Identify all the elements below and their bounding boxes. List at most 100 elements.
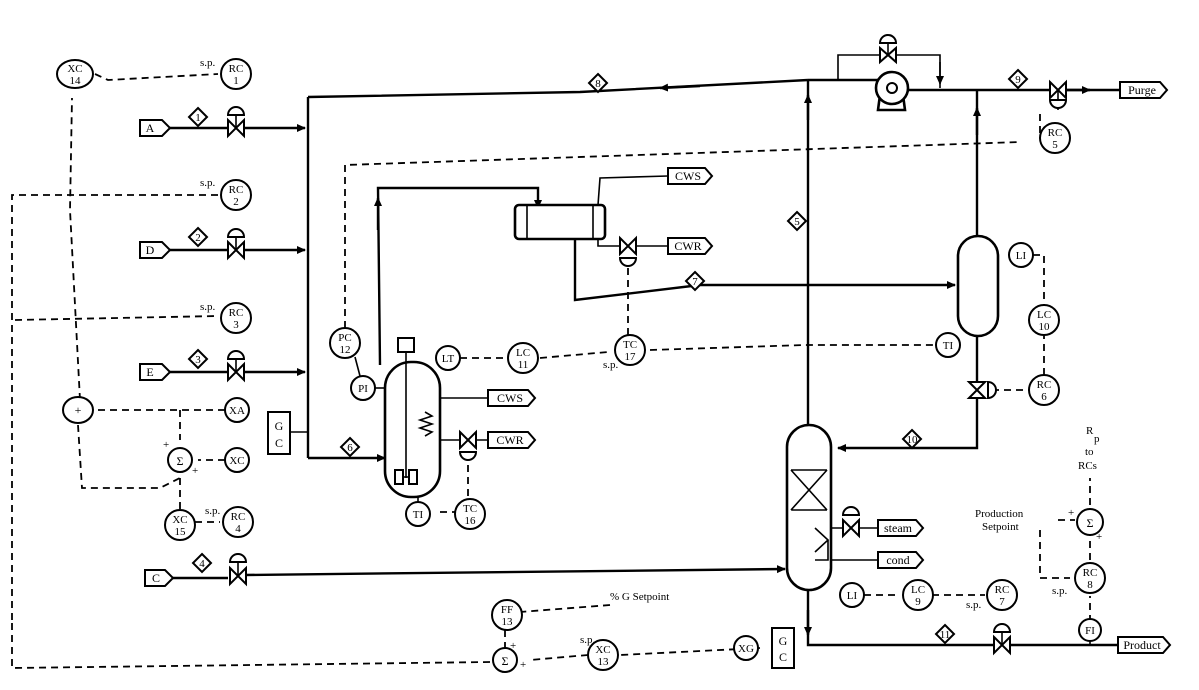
controller-rc6[interactable]: RC 6 (1028, 374, 1060, 406)
svg-text:4: 4 (199, 558, 205, 570)
condenser (513, 203, 607, 241)
valve-purge[interactable] (1048, 79, 1068, 109)
valve-reactor-cwr[interactable] (458, 429, 478, 461)
summer-plus: + (62, 396, 94, 424)
svg-text:XA: XA (229, 405, 245, 417)
valve-product[interactable] (992, 623, 1012, 656)
svg-text:1: 1 (195, 112, 201, 124)
reactor (383, 337, 442, 499)
svg-text:RC: RC (995, 584, 1010, 596)
plus-sign-6: + (520, 659, 526, 671)
indicator-pi[interactable]: PI (350, 375, 376, 401)
controller-tc17[interactable]: TC 17 (614, 334, 646, 366)
svg-text:RC: RC (229, 184, 244, 196)
svg-text:13: 13 (598, 656, 610, 668)
separator (956, 234, 1000, 338)
valve-compressor-recycle[interactable] (878, 34, 898, 65)
controller-xc15[interactable]: XC 15 (164, 509, 196, 541)
indicator-li-stripper[interactable]: LI (839, 582, 865, 608)
svg-text:RC: RC (1037, 379, 1052, 391)
stream-7-line (573, 240, 956, 302)
cwr-tag-reactor: CWR (487, 431, 537, 449)
svg-text:10: 10 (907, 434, 919, 446)
gc-analyzer-2: G C (771, 627, 795, 669)
controller-rc4[interactable]: RC 4 (222, 506, 254, 538)
svg-text:9: 9 (915, 596, 921, 608)
svg-text:E: E (146, 365, 153, 379)
svg-text:17: 17 (625, 351, 637, 363)
controller-rc5[interactable]: RC 5 (1039, 122, 1071, 154)
svg-text:G: G (779, 634, 788, 648)
analyzer-xg[interactable]: XG (733, 635, 759, 661)
summer-sigma-left: Σ (167, 447, 193, 473)
indicator-ti-separator[interactable]: TI (935, 332, 961, 358)
valve-condenser-cwr[interactable] (618, 235, 638, 267)
controller-rc3[interactable]: RC 3 (220, 302, 252, 334)
controller-rc2[interactable]: RC 2 (220, 179, 252, 211)
valve-feed-d[interactable] (226, 228, 246, 261)
rp-label-p: p (1094, 433, 1100, 445)
svg-text:12: 12 (340, 344, 351, 356)
controller-rc8[interactable]: RC 8 (1074, 562, 1106, 594)
sp-label-rc8: s.p. (1052, 585, 1068, 597)
svg-text:16: 16 (465, 515, 477, 527)
controller-pc12[interactable]: PC 12 (329, 327, 361, 359)
valve-steam[interactable] (841, 506, 861, 539)
indicator-ti-reactor[interactable]: TI (405, 501, 431, 527)
controller-tc16[interactable]: TC 16 (454, 498, 486, 530)
analyzer-xc[interactable]: XC (224, 447, 250, 473)
stream-10-marker: 10 (901, 428, 923, 450)
controller-lc9[interactable]: LC 9 (902, 579, 934, 611)
svg-text:Purge: Purge (1128, 83, 1156, 97)
reactor-vapor-line (376, 186, 542, 366)
feed-tag-c: C (144, 569, 175, 587)
rp-label-to: to (1085, 446, 1094, 458)
svg-text:7: 7 (692, 276, 698, 288)
controller-lc11[interactable]: LC 11 (507, 342, 539, 374)
feed-tag-a: A (139, 119, 172, 137)
controller-xc14[interactable]: XC 14 (56, 59, 94, 89)
indicator-fi[interactable]: FI (1078, 618, 1102, 642)
steam-tag: steam (877, 519, 925, 537)
valve-feed-e[interactable] (226, 350, 246, 383)
svg-text:8: 8 (595, 78, 601, 90)
svg-text:11: 11 (940, 629, 951, 641)
svg-text:TI: TI (413, 509, 424, 521)
controller-rc1[interactable]: RC 1 (220, 58, 252, 90)
svg-text:10: 10 (1039, 321, 1051, 333)
purge-tag: Purge (1119, 81, 1169, 99)
sp-label-rc2: s.p. (200, 177, 216, 189)
svg-text:6: 6 (1041, 391, 1047, 403)
stream-8-line (307, 78, 809, 99)
gc-analyzer-1: G C (267, 411, 291, 455)
controller-xc13[interactable]: XC 13 (587, 639, 619, 671)
svg-text:CWR: CWR (496, 433, 523, 447)
controller-ff13[interactable]: FF 13 (491, 599, 523, 631)
svg-text:LT: LT (442, 353, 455, 365)
svg-text:7: 7 (999, 596, 1005, 608)
controller-lc10[interactable]: LC 10 (1028, 304, 1060, 336)
stream-6-marker: 6 (339, 436, 361, 458)
controller-rc7[interactable]: RC 7 (986, 579, 1018, 611)
valve-feed-c[interactable] (228, 553, 248, 587)
valve-separator-underflow[interactable] (966, 380, 997, 400)
svg-text:LC: LC (911, 584, 925, 596)
valve-feed-a[interactable] (226, 106, 246, 139)
svg-text:5: 5 (794, 216, 800, 228)
svg-text:2: 2 (233, 196, 239, 208)
svg-text:PI: PI (358, 383, 368, 395)
rp-label-rcs: RCs (1078, 460, 1097, 472)
svg-text:3: 3 (195, 354, 201, 366)
svg-text:9: 9 (1015, 74, 1021, 86)
svg-text:RC: RC (1048, 127, 1063, 139)
analyzer-xa[interactable]: XA (224, 397, 250, 423)
stream-5-marker: 5 (786, 210, 808, 232)
transmitter-lt[interactable]: LT (435, 345, 461, 371)
cwr-tag-top: CWR (667, 237, 714, 255)
svg-text:cond: cond (886, 553, 909, 567)
summer-sigma-right: Σ (1076, 508, 1104, 536)
indicator-li-separator[interactable]: LI (1008, 242, 1034, 268)
product-tag: Product (1117, 636, 1172, 654)
svg-text:15: 15 (175, 526, 187, 538)
